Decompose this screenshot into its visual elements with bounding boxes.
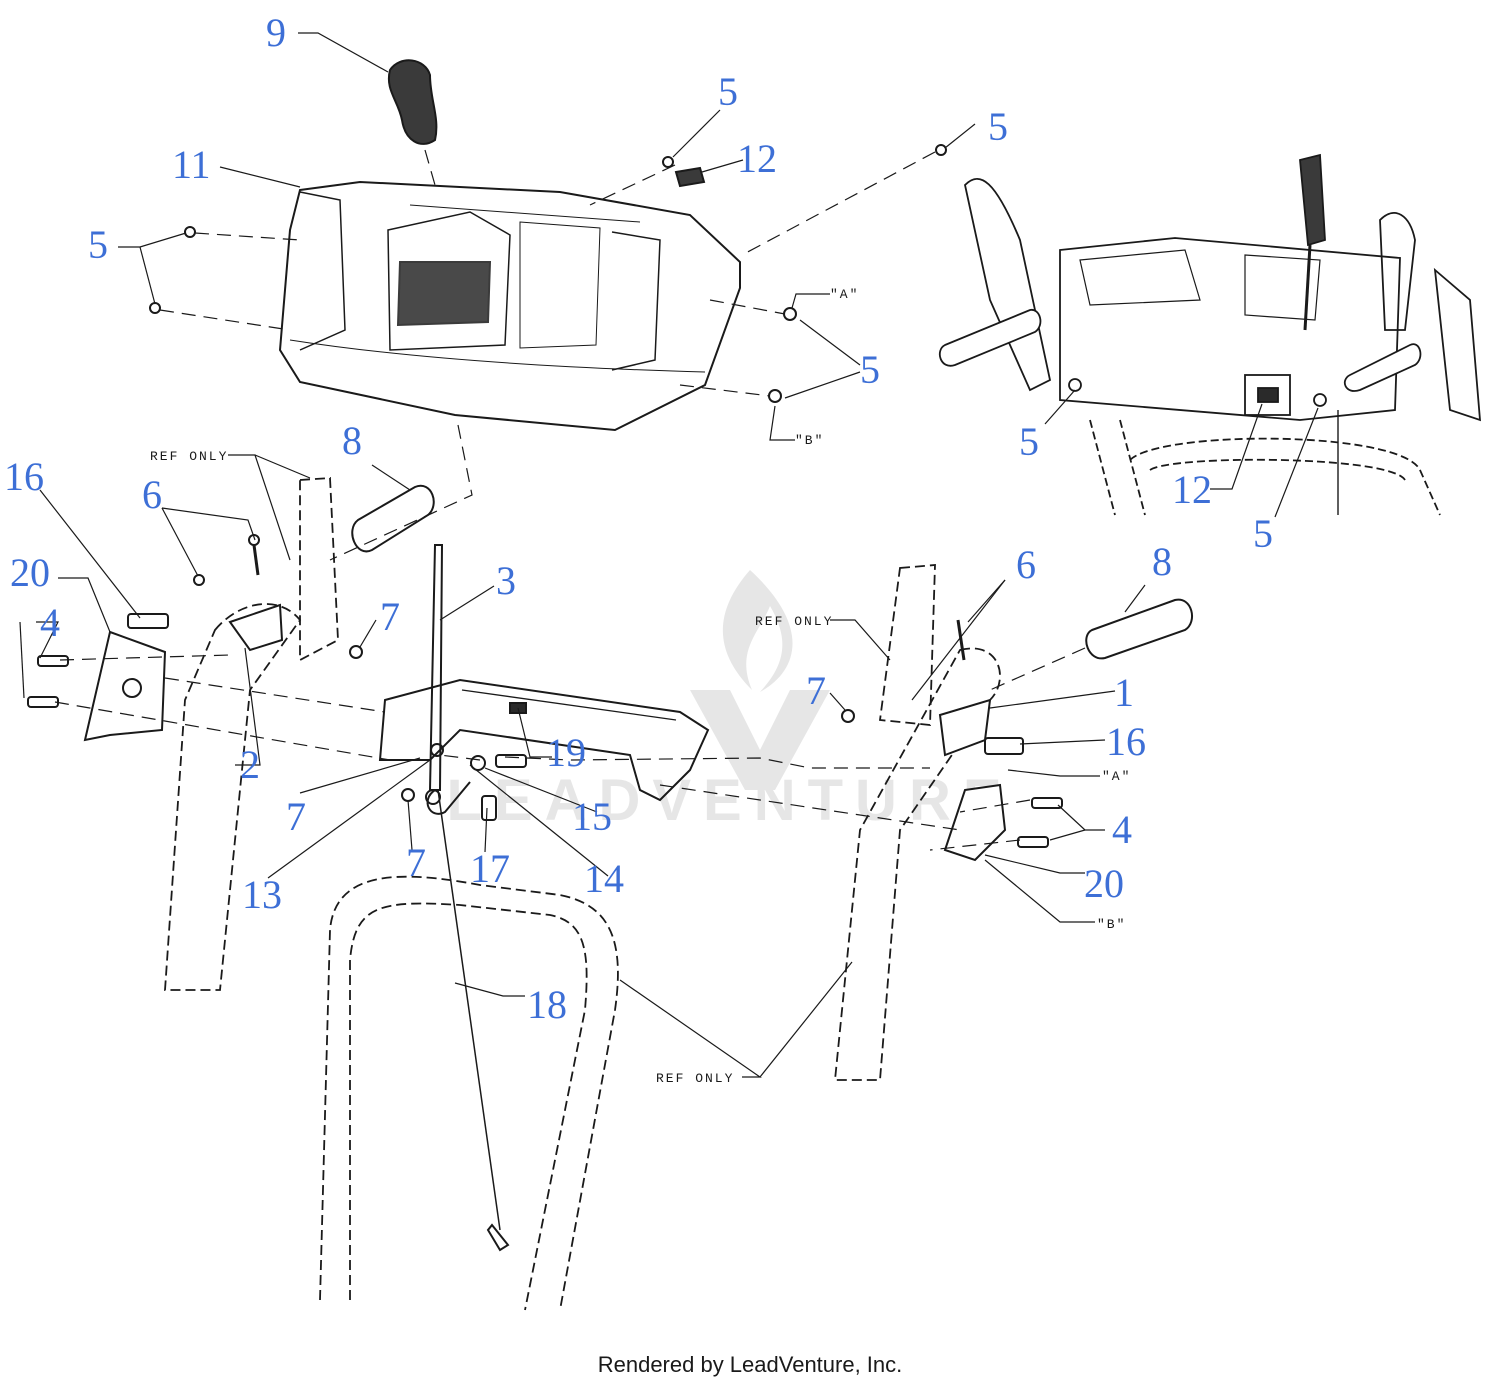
note-a-top: "A" — [830, 287, 859, 302]
callout-7-right: 7 — [806, 668, 826, 713]
callout-5-right-middle: 5 — [860, 347, 880, 392]
callout-12-inset: 12 — [1172, 467, 1212, 512]
callout-11: 11 — [172, 142, 211, 187]
callout-6-right: 6 — [1016, 542, 1036, 587]
callout-20-right: 20 — [1084, 861, 1124, 906]
callout-9: 9 — [266, 10, 286, 55]
callout-20-left: 20 — [10, 550, 50, 595]
callout-7-bottom: 7 — [406, 840, 426, 885]
callout-labels: 9 11 5 12 5 5 5 5 12 5 8 16 6 20 4 7 3 2… — [4, 10, 1273, 1027]
callout-16-left: 16 — [4, 454, 44, 499]
note-a-right: "A" — [1102, 769, 1131, 784]
callout-15: 15 — [572, 794, 612, 839]
callout-17: 17 — [470, 846, 510, 891]
callout-5-top-right: 5 — [988, 104, 1008, 149]
callout-8-left: 8 — [342, 418, 362, 463]
watermark: LEADVENTURE — [446, 570, 1013, 833]
callout-8-right: 8 — [1152, 539, 1172, 584]
note-b-right: "B" — [1097, 917, 1126, 932]
callout-19: 19 — [546, 730, 586, 775]
watermark-text: LEADVENTURE — [446, 768, 1013, 833]
callout-2: 2 — [240, 742, 260, 787]
leader-lines — [19, 32, 1319, 1078]
note-ref-only-bottom: REF ONLY — [656, 1071, 734, 1086]
callout-7-upper-left: 7 — [380, 594, 400, 639]
shields-and-plates-drawing — [83, 603, 1007, 862]
assembled-view-drawing — [938, 153, 1482, 516]
reference-notes: REF ONLY REF ONLY REF ONLY "A" "B" "A" "… — [150, 287, 1131, 1086]
callout-3: 3 — [496, 558, 516, 603]
note-b-top: "B" — [795, 433, 824, 448]
watermark-lv-logo-icon — [690, 690, 830, 790]
callout-13: 13 — [242, 872, 282, 917]
chute-handle-drawing — [387, 59, 438, 145]
callout-5-inset-bottom: 5 — [1253, 511, 1273, 556]
hardware-drawing — [27, 144, 1063, 848]
footer-credit: Rendered by LeadVenture, Inc. — [598, 1352, 903, 1377]
callout-14: 14 — [584, 856, 624, 901]
callout-1: 1 — [1114, 670, 1134, 715]
callout-4-right: 4 — [1112, 807, 1132, 852]
callout-5-top-center: 5 — [718, 69, 738, 114]
assembly-lines — [54, 149, 1086, 851]
callout-6-left: 6 — [142, 472, 162, 517]
watermark-flame-icon — [722, 570, 793, 692]
note-ref-only-left: REF ONLY — [150, 449, 228, 464]
callout-18: 18 — [527, 982, 567, 1027]
callout-16-right: 16 — [1106, 719, 1146, 764]
callout-5-left: 5 — [88, 222, 108, 267]
handle-tubes-drawing — [164, 477, 1001, 1311]
hand-grips-drawing — [351, 484, 1194, 660]
callout-4-left: 4 — [40, 600, 60, 645]
bracket-and-rod-drawing — [378, 544, 710, 1252]
callout-7-lower-left: 7 — [286, 794, 306, 839]
callout-5-inset-left: 5 — [1019, 419, 1039, 464]
note-ref-only-right: REF ONLY — [755, 614, 833, 629]
dash-panel-drawing — [278, 180, 741, 432]
callout-12-top: 12 — [737, 136, 777, 181]
